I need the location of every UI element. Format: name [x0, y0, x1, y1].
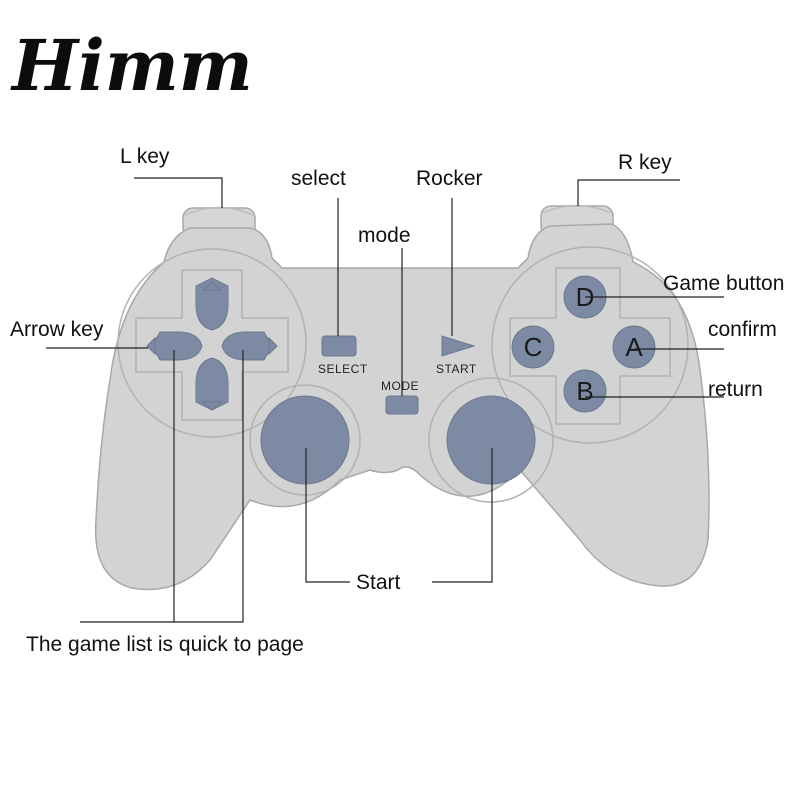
button-a[interactable]: A — [612, 325, 656, 369]
left-stick-well — [249, 384, 361, 496]
leader-lines — [46, 177, 724, 623]
right-stick-well — [428, 377, 554, 503]
select-button-label: SELECT — [318, 362, 368, 376]
mode-label: mode — [358, 224, 411, 247]
select-label: select — [291, 167, 346, 190]
arrow-key-label: Arrow key — [10, 318, 104, 341]
action-cross-outline — [509, 267, 671, 425]
page-label: The game list is quick to page — [26, 633, 304, 656]
return-label: return — [708, 378, 763, 401]
left-analog-stick[interactable] — [260, 395, 350, 485]
brand-logo: Himm — [10, 24, 253, 107]
r-key-label: R key — [618, 151, 672, 174]
down-arrow-icon — [201, 401, 223, 411]
button-c[interactable]: C — [511, 325, 555, 369]
start-label: Start — [356, 571, 401, 594]
dpad-cross-outline — [135, 269, 289, 421]
game-button-label: Game button — [663, 272, 784, 295]
start-button-label: START — [436, 362, 477, 376]
l-key-label: L key — [120, 145, 170, 168]
left-arrow-icon — [146, 336, 156, 356]
dpad-left-button[interactable] — [151, 331, 203, 361]
up-arrow-icon — [201, 281, 223, 291]
dpad-up-button[interactable] — [195, 277, 229, 331]
mode-button-label: MODE — [381, 379, 419, 393]
rocker-label: Rocker — [416, 167, 483, 190]
right-arrow-icon — [268, 336, 278, 356]
dpad-housing — [117, 248, 307, 438]
mode-button[interactable] — [385, 395, 419, 415]
start-button[interactable] — [441, 335, 476, 357]
dpad-right-button[interactable] — [221, 331, 273, 361]
action-housing — [491, 246, 689, 444]
button-c-letter: C — [524, 332, 543, 362]
button-b[interactable]: B — [563, 369, 607, 413]
button-b-letter: B — [576, 376, 593, 406]
button-a-letter: A — [625, 332, 643, 362]
select-button[interactable] — [321, 335, 357, 357]
dpad-down-button[interactable] — [195, 357, 229, 411]
right-analog-stick[interactable] — [446, 395, 536, 485]
confirm-label: confirm — [708, 318, 777, 341]
